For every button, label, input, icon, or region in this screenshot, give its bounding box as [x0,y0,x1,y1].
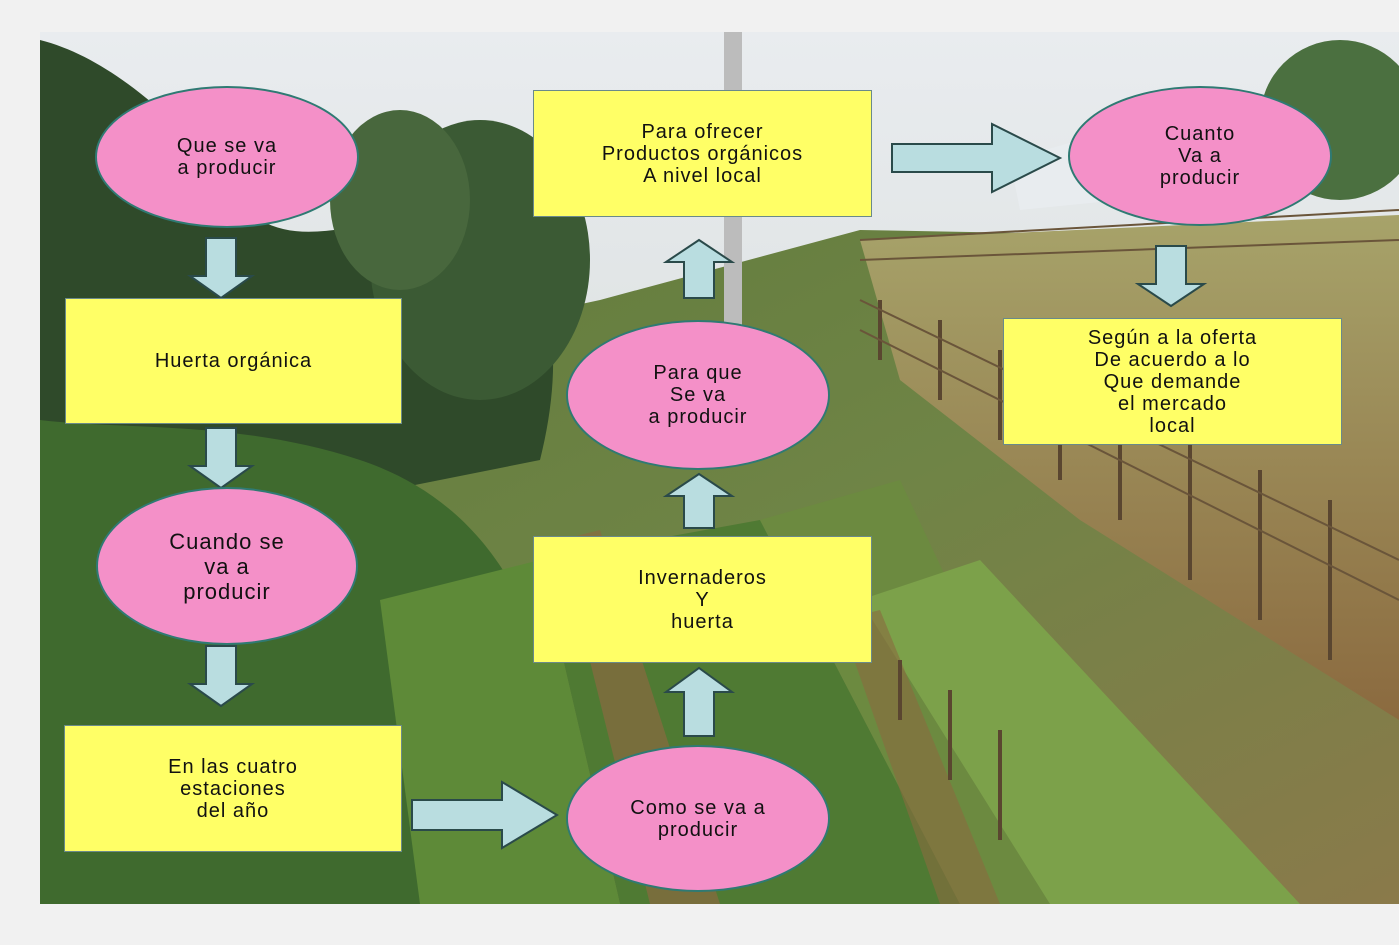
arrow-up-1 [662,666,736,737]
arrow-down-2 [186,427,256,490]
node-como-producir: Como se va a producir [566,745,830,892]
node-invernaderos: Invernaderos Y huerta [533,536,872,663]
arrow-right-2 [891,122,1063,194]
arrow-up-2 [662,472,736,529]
arrow-up-3 [662,238,736,299]
node-cuatro-estaciones: En las cuatro estaciones del año [64,725,402,852]
node-cuando-producir: Cuando se va a producir [96,487,358,645]
arrow-down-1 [186,237,256,300]
node-huerta-organica: Huerta orgánica [65,298,402,424]
node-segun-oferta: Según a la oferta De acuerdo a lo Que de… [1003,318,1342,445]
node-que-producir: Que se va a producir [95,86,359,228]
arrow-down-4 [1134,245,1208,308]
arrow-right-1 [411,780,559,850]
node-para-que-producir: Para que Se va a producir [566,320,830,470]
arrow-down-3 [186,645,256,708]
node-cuanto-producir: Cuanto Va a producir [1068,86,1332,226]
node-ofrecer-productos: Para ofrecer Productos orgánicos A nivel… [533,90,872,217]
